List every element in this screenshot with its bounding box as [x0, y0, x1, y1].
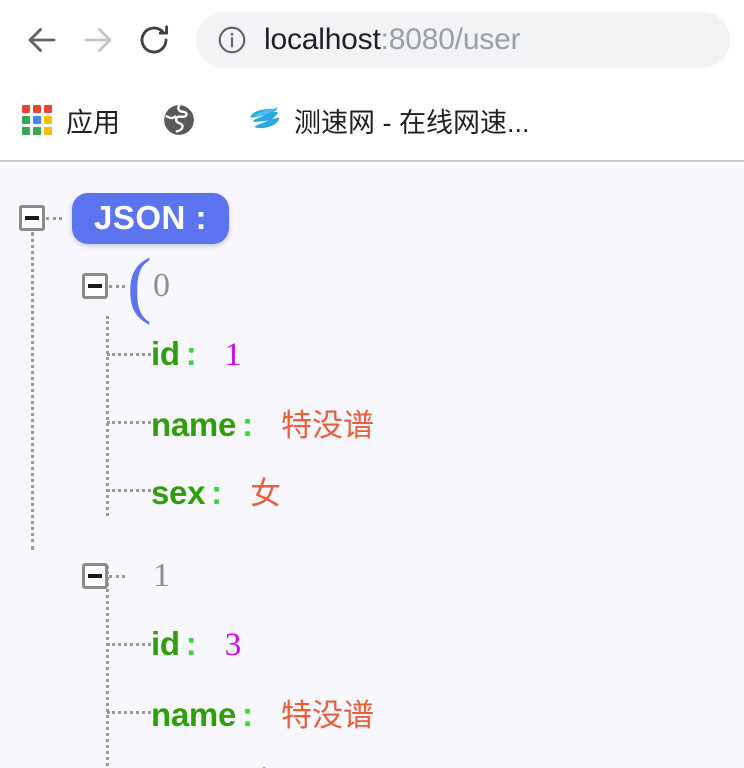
tree-connector: [107, 488, 151, 492]
json-value: 特没谱: [281, 407, 375, 443]
bookmarks-bar: 应用 测速网 - 在线网速...: [0, 80, 744, 162]
forward-arrow-icon: [80, 22, 116, 58]
json-field-row: sex : 女: [0, 456, 744, 524]
json-key: id: [151, 624, 180, 662]
json-field-id[interactable]: id : 3: [151, 625, 241, 664]
apps-grid-cell: [33, 105, 41, 113]
globe-icon: [162, 103, 196, 137]
json-value: 女: [250, 758, 281, 768]
navigation-toolbar: localhost:8080/user: [0, 0, 744, 80]
tree-connector: [109, 574, 125, 578]
json-field-row: name : 特没谱: [0, 678, 744, 746]
apps-grid-cell: [22, 105, 30, 113]
reload-button[interactable]: [126, 12, 182, 68]
json-colon: :: [211, 764, 222, 768]
json-key: name: [151, 695, 237, 733]
json-root-label[interactable]: JSON :: [72, 192, 230, 244]
tree-connector: [107, 352, 151, 356]
tree-connector: [46, 216, 62, 220]
json-field-name[interactable]: name : 特没谱: [151, 400, 374, 445]
array-index-label: 1: [153, 557, 170, 594]
array-index-0[interactable]: ( 0: [127, 248, 170, 322]
json-field-sex[interactable]: sex : 女: [151, 468, 281, 513]
forward-button[interactable]: [70, 12, 126, 68]
reload-icon: [136, 22, 172, 58]
apps-grid-cell: [33, 127, 41, 135]
address-bar[interactable]: localhost:8080/user: [196, 12, 730, 68]
json-value: 特没谱: [281, 697, 375, 733]
tree-guide-group-0: [106, 316, 109, 516]
collapse-toggle-root[interactable]: [19, 205, 45, 231]
tree-connector: [107, 420, 151, 424]
collapse-toggle-group-1[interactable]: [82, 563, 108, 589]
apps-grid-cell: [44, 127, 52, 135]
url-path: :8080/user: [380, 23, 521, 56]
json-key: name: [151, 405, 237, 443]
bookmark-item-globe[interactable]: [154, 93, 218, 147]
url-text[interactable]: localhost:8080/user: [264, 23, 520, 57]
apps-grid-cell: [33, 116, 41, 124]
json-group-row: 1: [0, 542, 744, 610]
json-colon: :: [185, 624, 197, 662]
bookmark-apps[interactable]: 应用: [14, 93, 128, 147]
json-value: 3: [224, 626, 242, 663]
array-index-1[interactable]: 1: [131, 557, 170, 595]
json-viewer-page: JSON : ( 0 id : 1 name : 特没谱: [0, 166, 744, 768]
json-colon: :: [211, 473, 223, 511]
json-key: id: [151, 334, 180, 372]
json-field-row: sex : 女: [0, 746, 744, 768]
apps-grid-cell: [44, 105, 52, 113]
json-field-row: id : 1: [0, 320, 744, 388]
json-group-row: ( 0: [0, 248, 744, 322]
json-key: sex: [151, 764, 205, 768]
json-field-sex[interactable]: sex : 女: [151, 758, 281, 768]
tree-connector: [107, 642, 151, 646]
apps-grid-cell: [22, 127, 30, 135]
speedtest-s-logo-icon: [246, 103, 280, 137]
bookmark-apps-label: 应用: [66, 107, 120, 138]
json-field-name[interactable]: name : 特没谱: [151, 690, 374, 735]
array-index-label: 0: [153, 267, 170, 304]
json-field-id[interactable]: id : 1: [151, 335, 241, 374]
json-colon: :: [242, 695, 254, 733]
tree-connector: [107, 710, 151, 714]
json-tree: JSON : ( 0 id : 1 name : 特没谱: [0, 166, 744, 768]
bookmark-item-speedtest-label: 测速网 - 在线网速...: [294, 107, 530, 138]
json-field-row: id : 3: [0, 610, 744, 678]
json-value: 女: [250, 475, 282, 511]
url-host: localhost: [264, 23, 381, 56]
json-value: 1: [224, 336, 242, 373]
back-button[interactable]: [14, 12, 70, 68]
json-key: sex: [151, 473, 206, 511]
tree-connector: [109, 284, 125, 288]
apps-grid-icon: [22, 105, 52, 135]
bookmark-item-speedtest[interactable]: 测速网 - 在线网速...: [238, 93, 538, 147]
json-colon: :: [242, 405, 254, 443]
json-root-row: JSON :: [0, 184, 744, 252]
browser-chrome: localhost:8080/user 应用: [0, 0, 744, 164]
json-field-row: name : 特没谱: [0, 388, 744, 456]
tree-guide-group-1: [106, 566, 109, 766]
apps-grid-cell: [44, 116, 52, 124]
back-arrow-icon: [24, 22, 60, 58]
json-colon: :: [185, 334, 197, 372]
tree-guide-root: [31, 232, 34, 550]
apps-grid-cell: [22, 116, 30, 124]
collapse-toggle-group-0[interactable]: [82, 273, 108, 299]
info-circle-icon[interactable]: [216, 24, 248, 56]
